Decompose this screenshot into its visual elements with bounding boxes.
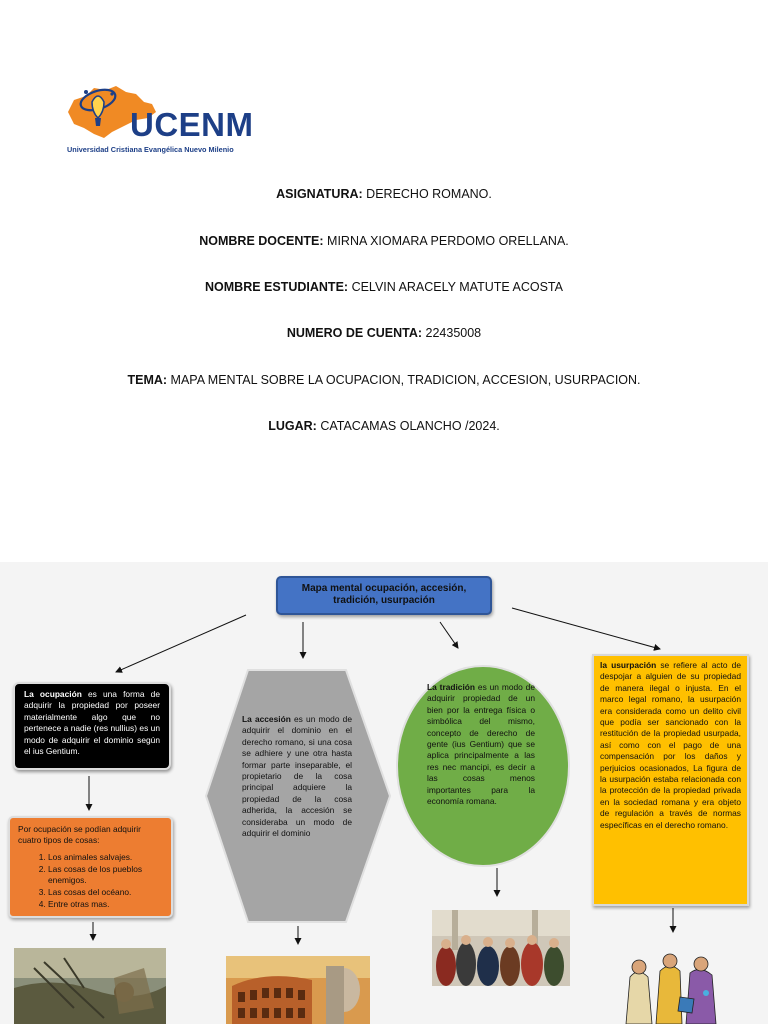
tradicion-oval [396, 665, 570, 867]
docente-line: NOMBRE DOCENTE: MIRNA XIOMARA PERDOMO OR… [0, 234, 768, 248]
accesion-term: La accesión [242, 714, 291, 724]
asignatura-value: DERECHO ROMANO. [366, 187, 492, 201]
tema-label: TEMA: [127, 373, 168, 387]
lugar-line: LUGAR: CATACAMAS OLANCHO /2024. [0, 419, 768, 433]
list-item: Los animales salvajes. [48, 852, 163, 863]
estudiante-label: NOMBRE ESTUDIANTE: [205, 280, 349, 294]
arrow-to-usurpacion [511, 607, 661, 651]
map-title-line2: tradición, usurpación [333, 595, 435, 606]
ucenm-emblem-icon [68, 86, 156, 138]
lugar-label: LUGAR: [268, 419, 317, 433]
ocupacion-text: es una forma de adquirir la propiedad po… [24, 689, 160, 757]
list-item: Las cosas de los pueblos enemigos. [48, 864, 163, 886]
map-title-line1: Mapa mental ocupación, accesión, [301, 583, 467, 594]
accesion-hexagon [204, 669, 392, 923]
tema-value: MAPA MENTAL SOBRE LA OCUPACION, TRADICIO… [170, 373, 641, 387]
ocupacion-term: La ocupación [24, 689, 82, 699]
usurpacion-term: la usurpación [600, 660, 657, 670]
list-item: Las cosas del océano. [48, 887, 163, 898]
ocupacion-list-box: Por ocupación se podían adquirir cuatro … [8, 816, 173, 918]
lugar-value: CATACAMAS OLANCHO /2024. [320, 419, 500, 433]
ocupacion-box: La ocupación es una forma de adquirir la… [13, 682, 171, 770]
list-item: Entre otras mas. [48, 899, 163, 910]
romans-crowd-picture [432, 910, 570, 986]
usurpacion-text: se refiere al acto de despojar a alguien… [600, 660, 741, 830]
tradicion-text-block: La tradición es un modo de adquirir prop… [427, 682, 535, 807]
ocupacion-picture [14, 948, 166, 1024]
docente-value: MIRNA XIOMARA PERDOMO ORELLANA. [327, 234, 569, 248]
tradicion-term: La tradición [427, 682, 476, 692]
logo-wordmark: UCENM [130, 106, 254, 143]
ocupacion-list-intro: Por ocupación se podían adquirir cuatro … [18, 824, 141, 845]
tema-line: TEMA: MAPA MENTAL SOBRE LA OCUPACION, TR… [0, 373, 768, 387]
romans-figures-picture [620, 937, 728, 1024]
cuenta-line: NUMERO DE CUENTA: 22435008 [0, 326, 768, 340]
mind-map: Mapa mental ocupación, accesión, tradici… [0, 562, 768, 1024]
arrow-to-tradicion [439, 621, 459, 649]
tradicion-text: es un modo de adquirir propiedad de un b… [427, 682, 536, 807]
accesion-text-block: La accesión es un modo de adquirir el do… [242, 714, 352, 839]
map-title-box: Mapa mental ocupación, accesión, tradici… [276, 576, 492, 615]
asignatura-line: ASIGNATURA: DERECHO ROMANO. [0, 187, 768, 201]
usurpacion-box: la usurpación se refiere al acto de desp… [592, 654, 749, 906]
estudiante-value: CELVIN ARACELY MATUTE ACOSTA [351, 280, 563, 294]
docente-label: NOMBRE DOCENTE: [199, 234, 324, 248]
accesion-text: es un modo de adquirir el dominio en el … [242, 714, 352, 839]
colosseum-picture [226, 956, 370, 1024]
connector-arrows [85, 607, 677, 945]
cuenta-value: 22435008 [425, 326, 482, 340]
ucenm-logo: UCENM Universidad Cristiana Evangélica N… [64, 82, 264, 158]
cuenta-label: NUMERO DE CUENTA: [286, 326, 423, 340]
arrow-to-ocupacion [115, 614, 247, 673]
estudiante-line: NOMBRE ESTUDIANTE: CELVIN ARACELY MATUTE… [0, 280, 768, 294]
ocupacion-list: Los animales salvajes. Las cosas de los … [18, 852, 163, 910]
asignatura-label: ASIGNATURA: [276, 187, 363, 201]
logo-subtitle: Universidad Cristiana Evangélica Nuevo M… [67, 145, 234, 154]
